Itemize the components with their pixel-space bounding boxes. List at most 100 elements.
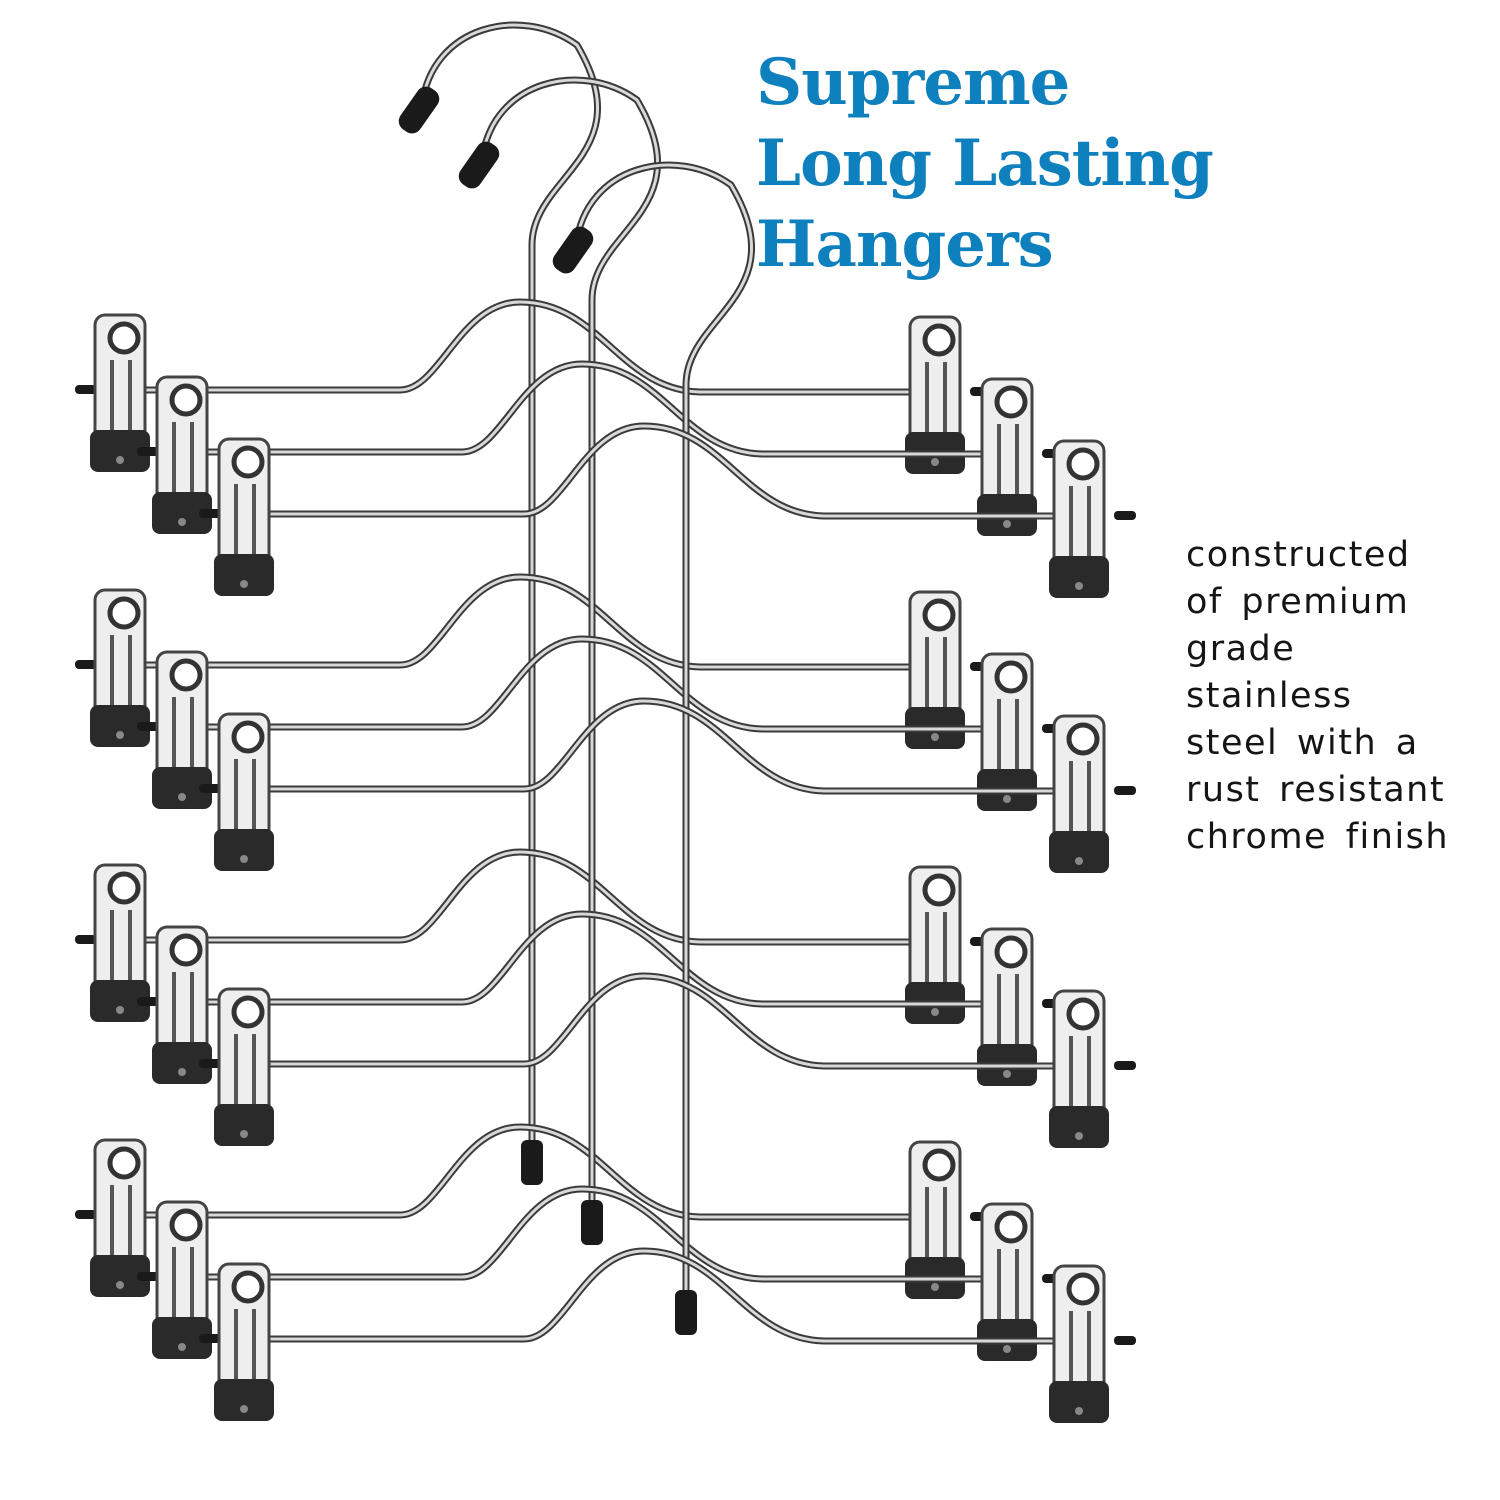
clip-grip bbox=[214, 829, 274, 871]
clip bbox=[977, 1202, 1064, 1361]
clip-pin bbox=[75, 935, 97, 944]
clip-dot bbox=[1075, 1407, 1083, 1415]
clip-dot bbox=[1075, 857, 1083, 865]
clip-pin bbox=[137, 722, 159, 731]
clip bbox=[1049, 1264, 1136, 1423]
clip bbox=[199, 437, 274, 596]
clip-dot bbox=[931, 733, 939, 741]
clip-rivet bbox=[169, 933, 203, 967]
clip-rivet bbox=[231, 995, 265, 1029]
hook-highlight bbox=[420, 23, 600, 1152]
tier-bar-highlight bbox=[118, 1125, 937, 1219]
clip-pin bbox=[75, 1210, 97, 1219]
clip bbox=[199, 1262, 274, 1421]
clip-rivet bbox=[994, 1210, 1028, 1244]
tier-bar bbox=[116, 298, 939, 396]
clip bbox=[1049, 439, 1136, 598]
clip-grip bbox=[152, 1317, 212, 1359]
clip-rivet bbox=[994, 385, 1028, 419]
clip-dot bbox=[240, 1405, 248, 1413]
headline-line: Long Lasting bbox=[756, 126, 1214, 201]
clip-rivet bbox=[231, 1270, 265, 1304]
clip-pin bbox=[1114, 1336, 1136, 1345]
clip-pin bbox=[1114, 1061, 1136, 1070]
clip-dot bbox=[116, 1281, 124, 1289]
clip-dot bbox=[931, 1008, 939, 1016]
description-line: chrome finish bbox=[1186, 817, 1450, 857]
clip-dot bbox=[178, 518, 186, 526]
clip-rivet bbox=[994, 660, 1028, 694]
clip-grip bbox=[1049, 831, 1109, 873]
clip-grip bbox=[152, 1042, 212, 1084]
clip-dot bbox=[1003, 1345, 1011, 1353]
tier-bar-highlight bbox=[180, 912, 1009, 1006]
clip-pin bbox=[1114, 786, 1136, 795]
clip-dot bbox=[1003, 520, 1011, 528]
clip-grip bbox=[90, 705, 150, 747]
clip bbox=[977, 652, 1064, 811]
clip-pin bbox=[137, 447, 159, 456]
clip-dot bbox=[178, 1068, 186, 1076]
headline-line: Supreme bbox=[756, 45, 1070, 120]
clip-rivet bbox=[107, 321, 141, 355]
clip-grip bbox=[152, 767, 212, 809]
clip-dot bbox=[116, 1006, 124, 1014]
clip-grip bbox=[90, 430, 150, 472]
clip bbox=[137, 375, 212, 534]
clip-grip bbox=[1049, 1106, 1109, 1148]
clip bbox=[137, 925, 212, 1084]
clip-dot bbox=[116, 456, 124, 464]
clip bbox=[199, 987, 274, 1146]
shaft-tip bbox=[581, 1200, 603, 1245]
clip bbox=[905, 315, 992, 474]
clip-dot bbox=[240, 855, 248, 863]
clip-grip bbox=[214, 554, 274, 596]
clip-rivet bbox=[107, 871, 141, 905]
clip-rivet bbox=[922, 598, 956, 632]
clip-pin bbox=[75, 660, 97, 669]
clip bbox=[199, 712, 274, 871]
clip-rivet bbox=[231, 720, 265, 754]
tier-bar-highlight bbox=[118, 575, 937, 669]
description-line: of premium bbox=[1186, 582, 1410, 622]
clip-rivet bbox=[922, 323, 956, 357]
clip-pin bbox=[137, 997, 159, 1006]
clip-dot bbox=[116, 731, 124, 739]
clip-rivet bbox=[922, 873, 956, 907]
description-line: steel with a bbox=[1186, 723, 1419, 763]
clip bbox=[137, 1200, 212, 1359]
clip-grip bbox=[1049, 556, 1109, 598]
clip bbox=[75, 863, 150, 1022]
tier-bar-highlight bbox=[180, 362, 1009, 456]
clip bbox=[905, 865, 992, 1024]
clip-rivet bbox=[1066, 997, 1100, 1031]
description-line: rust resistant bbox=[1186, 770, 1446, 810]
clip-rivet bbox=[994, 935, 1028, 969]
clip-pin bbox=[199, 1059, 221, 1068]
clip bbox=[977, 927, 1064, 1086]
hook-tip bbox=[552, 226, 594, 274]
clip bbox=[1049, 989, 1136, 1148]
hook-highlight bbox=[574, 163, 754, 1302]
clip-dot bbox=[931, 1283, 939, 1291]
clip-dot bbox=[1003, 1070, 1011, 1078]
shaft-tip bbox=[675, 1290, 697, 1335]
headline: Supreme Long Lasting Hangers bbox=[756, 42, 1214, 285]
clip-grip bbox=[214, 1379, 274, 1421]
description-line: constructed bbox=[1186, 535, 1411, 575]
clip-dot bbox=[1003, 795, 1011, 803]
clip bbox=[977, 377, 1064, 536]
clip bbox=[75, 588, 150, 747]
clip-grip bbox=[1049, 1381, 1109, 1423]
hook-tip bbox=[398, 86, 440, 134]
clip-rivet bbox=[1066, 1272, 1100, 1306]
clip-pin bbox=[75, 385, 97, 394]
clip bbox=[75, 313, 150, 472]
description: constructed of premium grade stainless s… bbox=[1186, 532, 1449, 861]
headline-line: Hangers bbox=[756, 207, 1054, 282]
clip-pin bbox=[137, 1272, 159, 1281]
clip-dot bbox=[240, 580, 248, 588]
clip-rivet bbox=[107, 1146, 141, 1180]
clip-grip bbox=[90, 980, 150, 1022]
